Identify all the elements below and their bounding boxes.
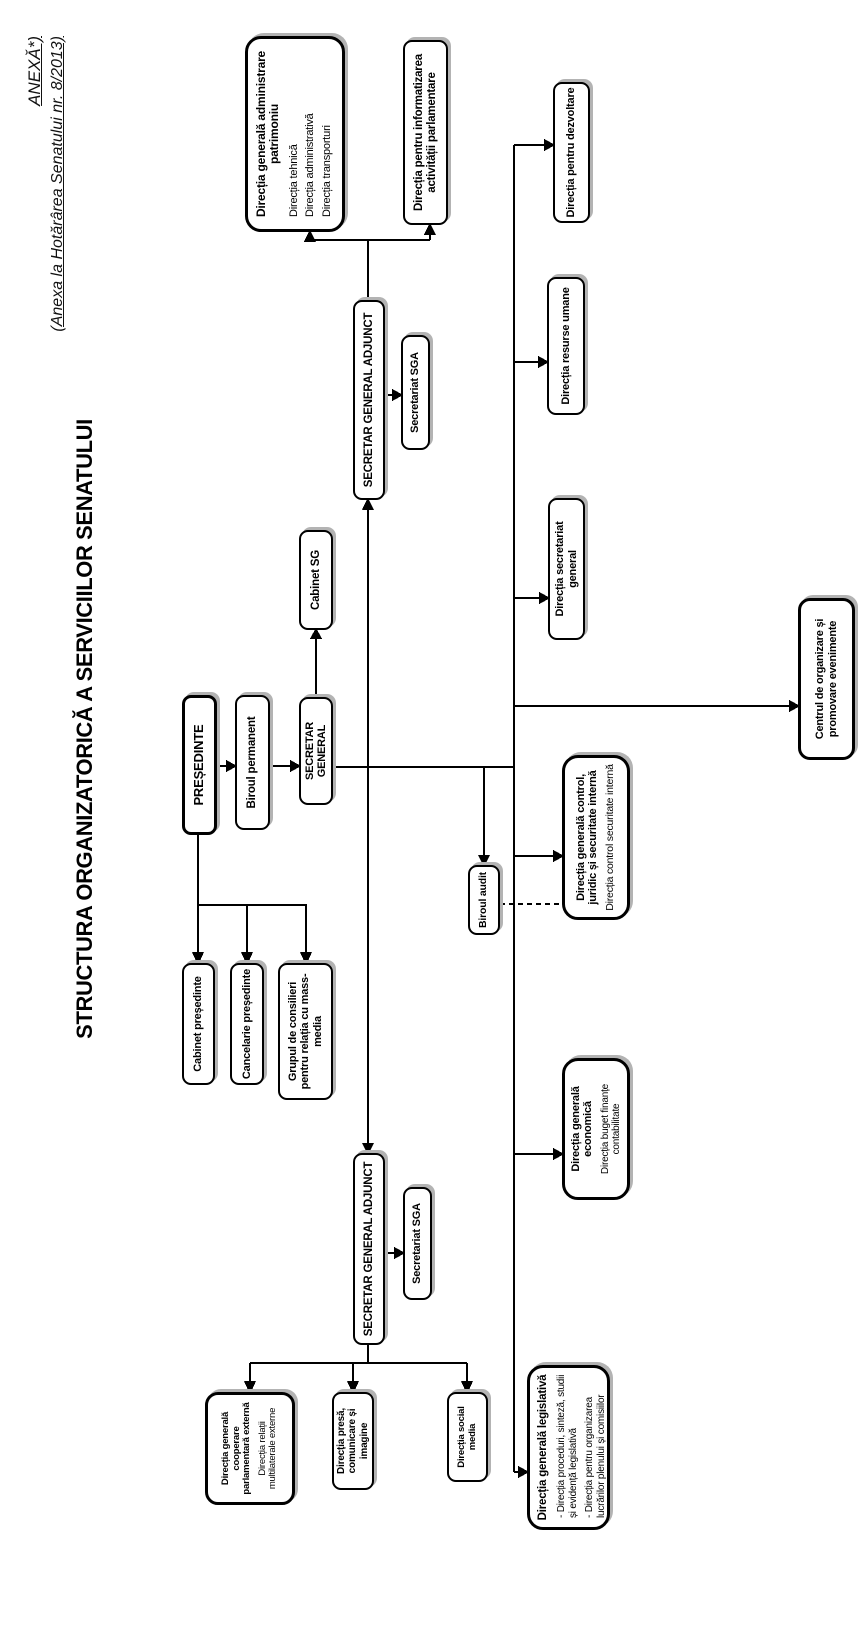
node-cancelarie-presedinte: Cancelarie președinte [230, 963, 264, 1085]
node-centrul-evenimente: Centrul de organizare și promovare eveni… [798, 598, 855, 760]
node-presa-label: Direcția presă, comunicare și imagine [336, 1408, 370, 1474]
node-secretariat-general-dir: Direcția secretariat general [548, 498, 585, 640]
node-social-media-label: Direcția social media [455, 1406, 478, 1468]
node-biroul-permanent: Biroul permanent [235, 695, 270, 830]
node-grup-consilieri-label: Grupul de consilieri pentru relația cu m… [287, 973, 324, 1090]
node-sga-dreapta: SECRETAR GENERAL ADJUNCT [353, 300, 385, 500]
node-social-media: Direcția social media [447, 1392, 488, 1482]
node-cooperare-externa-sub: Direcția relații multilaterale externe [256, 1407, 279, 1490]
node-economica-title: Direcția generală economică [569, 1086, 594, 1172]
node-dezvoltare: Direcția pentru dezvoltare [553, 82, 590, 223]
node-cooperare-externa: Direcția generală cooperare parlamentară… [205, 1392, 295, 1505]
node-patrimoniu-item: Direcția administrativă [304, 113, 317, 217]
node-informatizare-label: Direcția pentru informatizarea activităț… [412, 54, 438, 211]
node-informatizare: Direcția pentru informatizarea activităț… [403, 40, 448, 225]
node-economica-sub: Direcția buget finanțe contabilitate [600, 1083, 623, 1175]
node-cabinet-presedinte-label: Cabinet președinte [192, 976, 205, 1072]
node-patrimoniu: Direcția generală administrare patrimoni… [245, 36, 345, 232]
node-cabinet-sg: Cabinet SG [299, 530, 333, 630]
node-economica: Direcția generală economică Direcția bug… [562, 1058, 630, 1200]
node-presedinte-label: PREȘEDINTE [191, 724, 207, 806]
node-sga-stanga-label: SECRETAR GENERAL ADJUNCT [362, 1161, 375, 1337]
node-legislativa-item: - Direcția pentru organizarea lucrărilor… [583, 1394, 608, 1518]
node-resurse-umane: Direcția resurse umane [547, 277, 585, 415]
node-legislativa-items: - Direcția proceduri, sinteză, studii și… [556, 1371, 612, 1524]
node-secretariat-sga-stanga: Secretariat SGA [403, 1187, 432, 1300]
node-sga-stanga: SECRETAR GENERAL ADJUNCT [353, 1153, 385, 1345]
node-control-juridic-sub: Direcția control securitate internă [604, 764, 617, 911]
node-secretar-general-label: SECRETAR GENERAL [303, 721, 328, 781]
node-presedinte: PREȘEDINTE [182, 695, 217, 835]
node-legislativa-item: - Direcția proceduri, sinteză, studii și… [555, 1374, 580, 1518]
node-patrimoniu-item: Direcția tehnică [287, 144, 300, 217]
node-secretar-general: SECRETAR GENERAL [299, 697, 333, 805]
node-patrimoniu-items: Direcția tehnică Direcția administrativă… [286, 42, 336, 226]
node-centrul-evenimente-label: Centrul de organizare și promovare eveni… [814, 618, 839, 740]
node-biroul-permanent-label: Biroul permanent [246, 716, 259, 809]
node-resurse-umane-label: Direcția resurse umane [559, 287, 572, 405]
node-presa: Direcția presă, comunicare și imagine [332, 1392, 374, 1490]
node-dezvoltare-label: Direcția pentru dezvoltare [565, 87, 578, 218]
node-control-juridic: Direcția generală control, juridic și se… [562, 755, 630, 920]
node-legislativa-title: Direcția generală legislativă [537, 1374, 549, 1521]
node-cabinet-presedinte: Cabinet președinte [182, 963, 215, 1085]
connector-lines [191, 138, 801, 1479]
node-sga-dreapta-label: SECRETAR GENERAL ADJUNCT [362, 312, 375, 488]
node-cancelarie-presedinte-label: Cancelarie președinte [240, 968, 253, 1080]
node-biroul-audit: Biroul audit [468, 865, 500, 935]
node-control-juridic-title: Direcția generală control, juridic și se… [574, 770, 600, 905]
node-cooperare-externa-title: Direcția generală cooperare parlamentară… [219, 1402, 253, 1495]
node-patrimoniu-item: Direcția transporturi [320, 125, 333, 217]
node-secretariat-sga-dreapta: Secretariat SGA [401, 335, 430, 450]
node-secretariat-general-dir-label: Direcția secretariat general [554, 521, 579, 617]
node-cabinet-sg-label: Cabinet SG [309, 550, 322, 610]
node-patrimoniu-title: Direcția generală administrare patrimoni… [254, 50, 282, 218]
node-biroul-audit-label: Biroul audit [477, 872, 490, 928]
node-legislativa: Direcția generală legislativă - Direcția… [527, 1365, 610, 1530]
node-secretariat-sga-dreapta-label: Secretariat SGA [409, 352, 422, 433]
node-grup-consilieri: Grupul de consilieri pentru relația cu m… [278, 963, 333, 1100]
node-secretariat-sga-stanga-label: Secretariat SGA [411, 1203, 424, 1284]
